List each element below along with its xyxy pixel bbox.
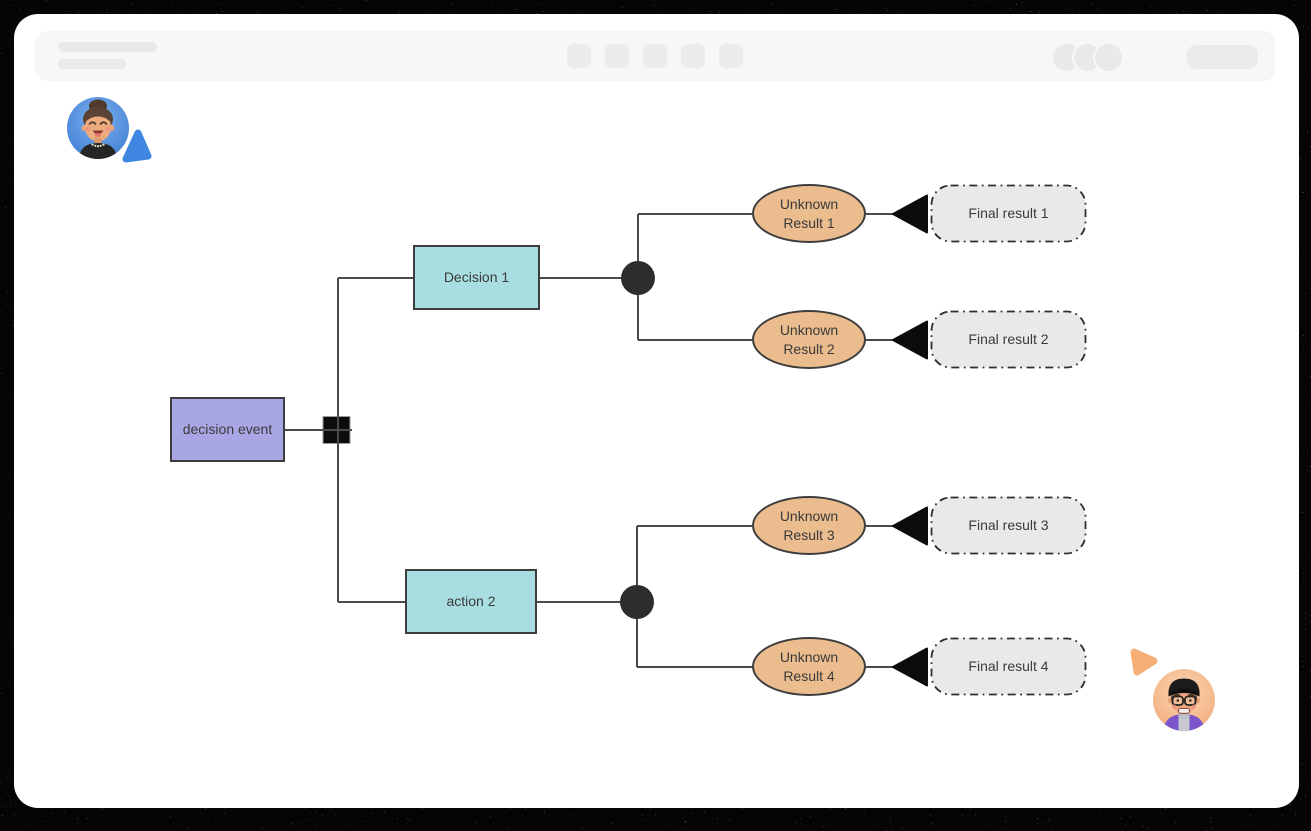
cursor-blue-icon: [122, 129, 152, 163]
final-node-4-label: Final result 4: [968, 658, 1049, 675]
final-node-3[interactable]: Final result 3: [930, 496, 1087, 555]
decision-node-1[interactable]: Decision 1: [413, 245, 540, 310]
final-node-4-frame: [930, 637, 1087, 696]
final-node-3-label: Final result 3: [968, 517, 1049, 534]
cursor-orange-icon: [1130, 648, 1158, 676]
toolbar-button-placeholder-2[interactable]: [605, 44, 629, 68]
decision-node-2-label: action 2: [446, 593, 496, 610]
result-node-4[interactable]: Unknown Result 4: [752, 637, 866, 696]
result-node-4-line2: Result 4: [783, 667, 835, 684]
result-node-4-line1: Unknown: [779, 648, 839, 665]
collaborator-2-presence: [1128, 645, 1218, 735]
decision-node-1-label: Decision 1: [443, 269, 510, 286]
collaborator-1-avatar: [67, 97, 129, 159]
final-node-4[interactable]: Final result 4: [930, 637, 1087, 696]
browser-toolbar: [35, 31, 1275, 81]
result-node-2-line1: Unknown: [779, 321, 839, 338]
toolbar-button-placeholder-4[interactable]: [681, 44, 705, 68]
final-node-1-frame: [930, 184, 1087, 243]
collaborator-1-presence: [67, 97, 162, 172]
result-node-3-line1: Unknown: [779, 507, 839, 524]
result-node-1-line1: Unknown: [779, 195, 839, 212]
final-node-2-frame: [930, 310, 1087, 369]
share-button-placeholder[interactable]: [1187, 45, 1258, 69]
final-node-2-label: Final result 2: [968, 331, 1049, 348]
final-node-3-frame: [930, 496, 1087, 555]
result-node-2-line2: Result 2: [783, 340, 835, 357]
result-node-2[interactable]: Unknown Result 2: [752, 310, 866, 369]
toolbar-button-placeholder-5[interactable]: [719, 44, 743, 68]
final-node-1-label: Final result 1: [968, 205, 1049, 222]
toolbar-skeleton-line-2: [58, 59, 126, 69]
toolbar-skeleton-line-1: [58, 42, 157, 52]
final-node-2[interactable]: Final result 2: [930, 310, 1087, 369]
result-node-3[interactable]: Unknown Result 3: [752, 496, 866, 555]
result-node-1[interactable]: Unknown Result 1: [752, 184, 866, 243]
toolbar-button-placeholder-3[interactable]: [643, 44, 667, 68]
event-node-label: decision event: [182, 421, 273, 438]
decision-node-2[interactable]: action 2: [405, 569, 537, 634]
result-node-1-line2: Result 1: [783, 214, 835, 231]
result-node-3-line2: Result 3: [783, 526, 835, 543]
final-node-1[interactable]: Final result 1: [930, 184, 1087, 243]
toolbar-button-placeholder-1[interactable]: [567, 44, 591, 68]
avatar-placeholder-3: [1093, 42, 1124, 73]
collaborator-2-avatar: [1153, 669, 1215, 731]
event-node[interactable]: decision event: [170, 397, 285, 462]
